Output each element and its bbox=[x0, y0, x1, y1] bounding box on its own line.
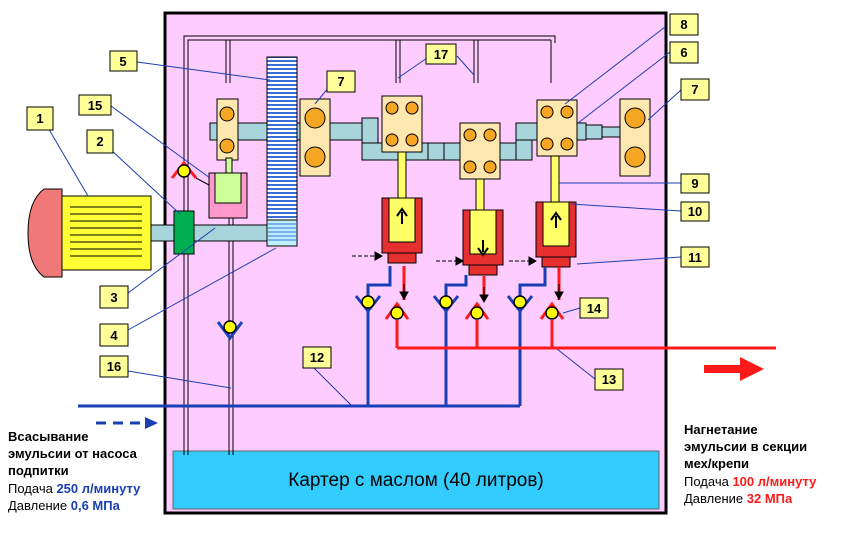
discharge-title-2: эмульсии в секции bbox=[684, 439, 808, 454]
callout-11: 11 bbox=[688, 250, 702, 265]
check-valve-icon bbox=[216, 295, 534, 341]
discharge-flow-value: 100 л/минуту bbox=[732, 474, 817, 489]
suction-title-1: Всасывание bbox=[8, 429, 89, 444]
suction-lines bbox=[78, 266, 547, 408]
coupling-icon bbox=[173, 210, 195, 255]
callout-6: 6 bbox=[680, 45, 687, 60]
piston-icon bbox=[535, 201, 577, 268]
crankcase-label: Картер с маслом (40 литров) bbox=[288, 470, 544, 491]
check-valve-ball bbox=[177, 164, 191, 178]
callouts: 1 2 3 4 5 6 7 7 8 9 10 11 12 13 14 15 16… bbox=[26, 13, 710, 391]
suction-flow-label: Подача bbox=[8, 481, 57, 496]
discharge-pressure-value: 32 МПа bbox=[746, 491, 793, 506]
bearing-left bbox=[216, 98, 239, 161]
callout-4: 4 bbox=[110, 328, 118, 343]
check-valve-icon bbox=[384, 301, 565, 320]
discharge-pressure: Давление 32 МПа bbox=[684, 490, 792, 507]
suction-pressure-label: Давление bbox=[8, 498, 71, 513]
callout-5: 5 bbox=[119, 54, 126, 69]
bearing-main-2 bbox=[619, 98, 651, 177]
makeup-pump bbox=[208, 157, 248, 219]
discharge-flow-label: Подача bbox=[684, 474, 733, 489]
gear-icon bbox=[266, 56, 298, 221]
callout-10: 10 bbox=[688, 204, 702, 219]
callout-12: 12 bbox=[310, 350, 324, 365]
conrod-bearing-2 bbox=[459, 122, 501, 180]
check-valve-ball bbox=[390, 306, 559, 320]
flow-arrow-icon bbox=[399, 284, 564, 304]
flow-arrow-icon bbox=[145, 417, 158, 429]
callout-8: 8 bbox=[680, 17, 687, 32]
callout-14: 14 bbox=[587, 301, 602, 316]
discharge-title-3: мех/крепи bbox=[684, 456, 750, 471]
relief-valve-icon bbox=[170, 160, 198, 179]
conrod-bearing-1 bbox=[381, 95, 423, 153]
suction-pressure-value: 0,6 МПа bbox=[70, 498, 120, 513]
leader-lines bbox=[46, 26, 682, 407]
callout-2: 2 bbox=[96, 134, 103, 149]
callout-7: 7 bbox=[691, 82, 698, 97]
check-valve-ball bbox=[223, 295, 527, 334]
flow-arrow-icon bbox=[352, 251, 538, 266]
electric-motor-icon bbox=[27, 188, 152, 278]
discharge-title-1: Нагнетание bbox=[684, 422, 758, 437]
callout-16: 16 bbox=[107, 359, 121, 374]
conrod-bearing-3 bbox=[536, 99, 578, 157]
callout-15: 15 bbox=[88, 98, 102, 113]
callout-17: 17 bbox=[434, 47, 448, 62]
piston-icon bbox=[381, 197, 423, 264]
suction-title-2: эмульсии от насоса bbox=[8, 446, 137, 461]
callout-7: 7 bbox=[337, 74, 344, 89]
suction-title-3: подпитки bbox=[8, 463, 69, 478]
suction-pressure: Давление 0,6 МПа bbox=[8, 497, 120, 514]
piston-icon bbox=[462, 209, 504, 276]
suction-flow-value: 250 л/минуту bbox=[56, 481, 141, 496]
flow-arrow-icon bbox=[704, 357, 764, 381]
bearing-main-1 bbox=[299, 98, 331, 177]
oil-crankcase bbox=[172, 450, 660, 510]
discharge-flow: Подача 100 л/минуту bbox=[684, 473, 816, 490]
callout-1: 1 bbox=[36, 111, 43, 126]
callout-9: 9 bbox=[691, 176, 698, 191]
suction-flow: Подача 250 л/минуту bbox=[8, 480, 140, 497]
discharge-pressure-label: Давление bbox=[684, 491, 747, 506]
callout-13: 13 bbox=[602, 372, 616, 387]
callout-3: 3 bbox=[110, 290, 117, 305]
